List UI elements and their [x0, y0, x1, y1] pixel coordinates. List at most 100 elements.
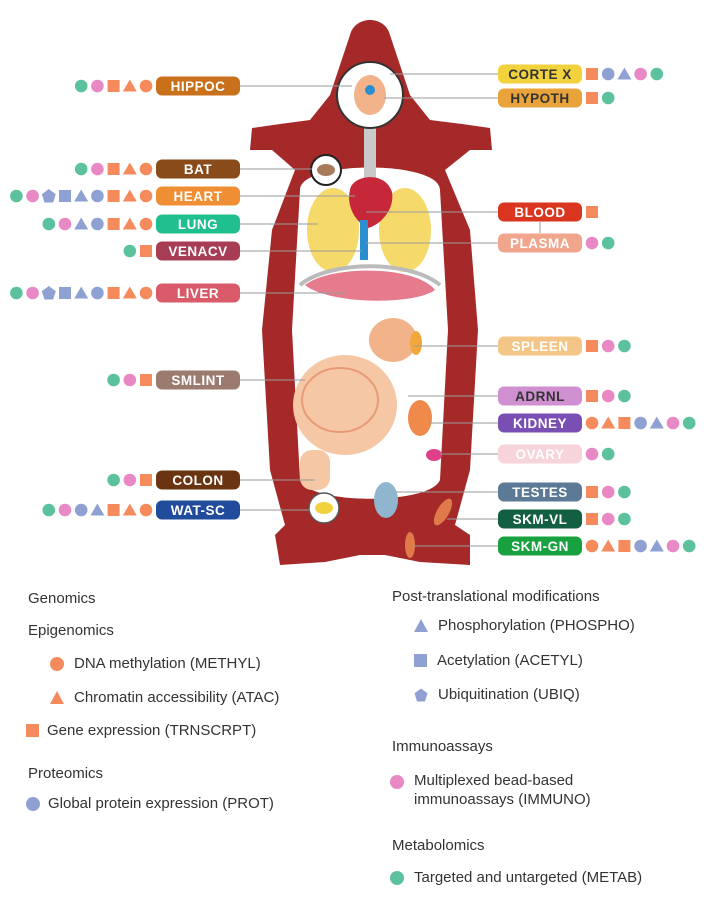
- marker-trnscrpt-icon: [107, 218, 120, 230]
- tissue-testes[interactable]: TESTES: [498, 482, 631, 502]
- tissue-cortex[interactable]: CORTE X: [498, 64, 664, 84]
- tissue-bat[interactable]: BAT: [74, 159, 240, 179]
- tissue-pill-testes[interactable]: [498, 482, 582, 502]
- marker-metab-icon: [618, 512, 631, 526]
- legend-immunoassays-heading: Immunoassays: [392, 738, 493, 755]
- marker-methyl-icon: [139, 189, 153, 203]
- tissue-label-testes: TESTES: [512, 485, 568, 500]
- tissue-skmgn[interactable]: SKM-GN: [498, 536, 696, 556]
- marker-methyl-icon: [139, 503, 153, 517]
- tissue-venacv[interactable]: VENACV: [123, 241, 241, 261]
- tissue-hippoc[interactable]: HIPPOC: [74, 76, 240, 96]
- marker-immuno-icon: [585, 236, 599, 250]
- marker-immuno-icon: [601, 512, 615, 526]
- marker-phospho-icon: [74, 189, 89, 202]
- tissue-pill-kidney[interactable]: [498, 413, 582, 433]
- marker-metab-icon: [601, 447, 615, 461]
- legend-ubiq: Ubiquitination (UBIQ): [414, 686, 580, 703]
- tissue-pill-heart[interactable]: [156, 186, 240, 206]
- tissue-pill-smlint[interactable]: [156, 370, 240, 390]
- tissue-hypoth[interactable]: HYPOTH: [498, 88, 615, 108]
- tissue-pill-hippoc[interactable]: [156, 76, 240, 96]
- marker-immuno-icon: [26, 189, 39, 203]
- tissue-label-skmvl: SKM-VL: [513, 512, 568, 527]
- tissue-liver[interactable]: LIVER: [10, 283, 240, 303]
- wat-shape: [315, 502, 333, 514]
- diaphragm-shape: [298, 264, 442, 287]
- legend-atac-label: Chromatin accessibility (ATAC): [74, 689, 280, 706]
- tissue-label-hippoc: HIPPOC: [171, 79, 226, 94]
- tissue-spleen[interactable]: SPLEEN: [498, 336, 631, 356]
- marker-phospho-icon: [649, 416, 664, 429]
- tissue-pill-adrnl[interactable]: [498, 386, 582, 406]
- legend-phospho-label: Phosphorylation (PHOSPHO): [438, 617, 635, 634]
- tissue-pill-blood[interactable]: [498, 202, 582, 222]
- marker-metab-icon: [107, 373, 120, 387]
- tissue-pill-skmvl[interactable]: [498, 509, 582, 529]
- tissue-pill-lung[interactable]: [156, 214, 240, 234]
- tissue-adrnl[interactable]: ADRNL: [498, 386, 631, 406]
- marker-trnscrpt-icon: [618, 417, 631, 429]
- marker-metab-icon: [601, 236, 615, 250]
- tissue-label-colon: COLON: [172, 473, 223, 488]
- legend-immuno-label-line1: Multiplexed bead-based: [414, 772, 574, 789]
- marker-prot-icon: [634, 539, 647, 553]
- hippocampus-shape: [365, 85, 375, 95]
- tissue-ovary[interactable]: OVARY: [498, 444, 615, 464]
- legend-metab-label: Targeted and untargeted (METAB): [414, 869, 643, 886]
- marker-trnscrpt-icon: [107, 504, 120, 516]
- marker-immuno-icon: [91, 162, 104, 176]
- marker-methyl-icon: [585, 416, 599, 430]
- marker-methyl-icon: [139, 79, 153, 93]
- legend-acetyl: Acetylation (ACETYL): [414, 652, 583, 669]
- marker-atac-icon: [601, 416, 616, 429]
- tissue-label-hypoth: HYPOTH: [510, 91, 569, 106]
- marker-trnscrpt-icon: [140, 374, 152, 386]
- legend-acetyl-label: Acetylation (ACETYL): [437, 652, 583, 669]
- testes-shape: [374, 482, 398, 518]
- tissue-pill-hypoth[interactable]: [498, 88, 582, 108]
- tissue-pill-ovary[interactable]: [498, 444, 582, 464]
- tissue-heart[interactable]: HEART: [10, 186, 240, 206]
- tissue-skmvl[interactable]: SKM-VL: [498, 509, 631, 529]
- phospho-triangle-icon: [414, 619, 428, 632]
- tissue-pill-venacv[interactable]: [156, 241, 240, 261]
- marker-methyl-icon: [139, 286, 153, 300]
- marker-atac-icon: [122, 189, 137, 202]
- marker-metab-icon: [601, 91, 615, 105]
- tissue-watsc[interactable]: WAT-SC: [42, 500, 241, 520]
- marker-ubiq-icon: [41, 189, 56, 203]
- legend-immuno-label-line2: immunoassays (IMMUNO): [414, 791, 591, 808]
- marker-trnscrpt-icon: [107, 80, 120, 92]
- marker-prot-icon: [634, 416, 647, 430]
- ubiq-pentagon-icon: [414, 688, 428, 701]
- legend-prot-label: Global protein expression (PROT): [48, 795, 274, 812]
- tissue-pill-liver[interactable]: [156, 283, 240, 303]
- tissue-colon[interactable]: COLON: [107, 470, 240, 490]
- legend-metab: Targeted and untargeted (METAB): [390, 869, 642, 886]
- legend-ptm-heading: Post-translational modifications: [392, 588, 600, 605]
- marker-trnscrpt-icon: [586, 513, 598, 525]
- marker-trnscrpt-icon: [140, 474, 152, 486]
- tissue-pill-plasma[interactable]: [498, 233, 582, 253]
- marker-metab-icon: [10, 189, 23, 203]
- tissue-pill-bat[interactable]: [156, 159, 240, 179]
- marker-atac-icon: [122, 503, 137, 516]
- marker-immuno-icon: [123, 373, 137, 387]
- tissue-label-lung: LUNG: [178, 217, 218, 232]
- colon-shape: [300, 450, 330, 490]
- marker-metab-icon: [74, 162, 88, 176]
- marker-trnscrpt-icon: [107, 163, 120, 175]
- tissue-pill-spleen[interactable]: [498, 336, 582, 356]
- tissue-pill-colon[interactable]: [156, 470, 240, 490]
- tissue-kidney[interactable]: KIDNEY: [498, 413, 696, 433]
- tissue-lung[interactable]: LUNG: [42, 214, 241, 234]
- tissue-pill-cortex[interactable]: [498, 64, 582, 84]
- tissue-plasma[interactable]: PLASMA: [498, 233, 615, 253]
- tissue-blood[interactable]: BLOOD: [498, 202, 598, 222]
- marker-trnscrpt-icon: [586, 206, 598, 218]
- tissue-pill-watsc[interactable]: [156, 500, 240, 520]
- marker-prot-icon: [91, 286, 104, 300]
- tissue-pill-skmgn[interactable]: [498, 536, 582, 556]
- tissue-smlint[interactable]: SMLINT: [107, 370, 240, 390]
